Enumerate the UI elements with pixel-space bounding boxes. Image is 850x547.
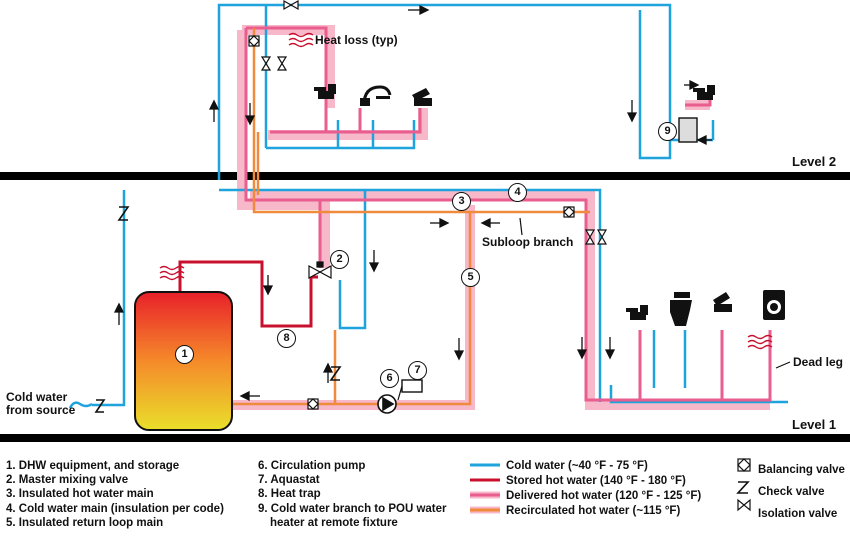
level-1-label: Level 1	[792, 417, 837, 432]
callout-4: 4	[508, 183, 527, 202]
legend-item: 7. Aquastat	[258, 474, 320, 487]
legend-pipe-cold: Cold water (~40 °F - 75 °F)	[506, 460, 648, 472]
fixture-icon	[314, 84, 785, 326]
legend-pipe-delivered: Delivered hot water (120 °F - 125 °F)	[506, 490, 702, 502]
legend-item: 2. Master mixing valve	[6, 474, 129, 487]
level-2-floor	[0, 172, 850, 180]
legend-pipe-swatches	[470, 463, 500, 514]
legend-check-valve: Check valve	[758, 486, 825, 498]
cold-water-source-line-2: from source	[6, 403, 76, 417]
legend-item: 1. DHW equipment, and storage	[6, 460, 180, 472]
isolation-valve-icon	[260, 0, 751, 512]
legend-pipe-recirculated: Recirculated hot water (~115 °F)	[506, 505, 681, 517]
legend-item: 6. Circulation pump	[258, 460, 366, 472]
heat-loss-icon	[159, 32, 773, 350]
legend-item: 3. Insulated hot water main	[6, 488, 154, 501]
cold-water-source-line-1: Cold water	[6, 390, 68, 404]
flow-arrow	[113, 4, 712, 402]
aquastat-wire	[397, 385, 403, 401]
legend-item: 9. Cold water branch to POU water	[258, 502, 447, 515]
legend-item: 8. Heat trap	[258, 488, 321, 501]
legend-pipes: Cold water (~40 °F - 75 °F) Stored hot w…	[506, 459, 701, 519]
legend-balancing-valve: Balancing valve	[758, 464, 845, 476]
pou-water-heater-icon	[678, 117, 698, 143]
callout-5: 5	[461, 268, 480, 287]
legend-components-col-1: 1. DHW equipment, and storage 2. Master …	[6, 459, 224, 530]
balancing-valve-icon	[248, 35, 751, 472]
legend-item: heater at remote fixture	[270, 516, 398, 529]
heat-loss-label: Heat loss (typ)	[315, 33, 398, 47]
callout-6: 6	[380, 369, 399, 388]
cold-water-pipes	[92, 3, 788, 407]
dead-leg-label: Dead leg	[793, 355, 844, 369]
aquastat-icon	[401, 379, 423, 393]
callout-1: 1	[175, 345, 194, 364]
subloop-branch-label: Subloop branch	[482, 235, 574, 249]
pipe-insulation	[230, 25, 770, 410]
legend-item: 4. Cold water main (insulation per code)	[6, 502, 224, 515]
callout-9: 9	[658, 122, 677, 141]
callout-8: 8	[277, 329, 296, 348]
callout-7: 7	[408, 361, 427, 380]
cold-water-source-icon	[68, 401, 93, 409]
level-2-label: Level 2	[792, 154, 837, 169]
legend-pipe-stored: Stored hot water (140 °F - 180 °F)	[506, 475, 686, 487]
legend-symbols: Balancing valve Check valve Isolation va…	[758, 459, 845, 525]
delivered-hot-water-pipes	[244, 26, 772, 402]
circulation-pump-icon	[377, 394, 397, 414]
cold-water-source-label: Cold water from source	[6, 391, 75, 417]
mixing-valve-icon	[308, 261, 332, 280]
check-valve-icon	[94, 206, 750, 494]
legend-components-col-2: 6. Circulation pump 7. Aquastat 8. Heat …	[258, 459, 447, 530]
legend-isolation-valve: Isolation valve	[758, 508, 838, 520]
callout-2: 2	[330, 250, 349, 269]
dead-leg-pointer	[775, 361, 791, 369]
subloop-pointer	[519, 217, 523, 236]
callout-3: 3	[452, 192, 471, 211]
legend-item: 5. Insulated return loop main	[6, 516, 164, 529]
level-1-floor	[0, 434, 850, 442]
